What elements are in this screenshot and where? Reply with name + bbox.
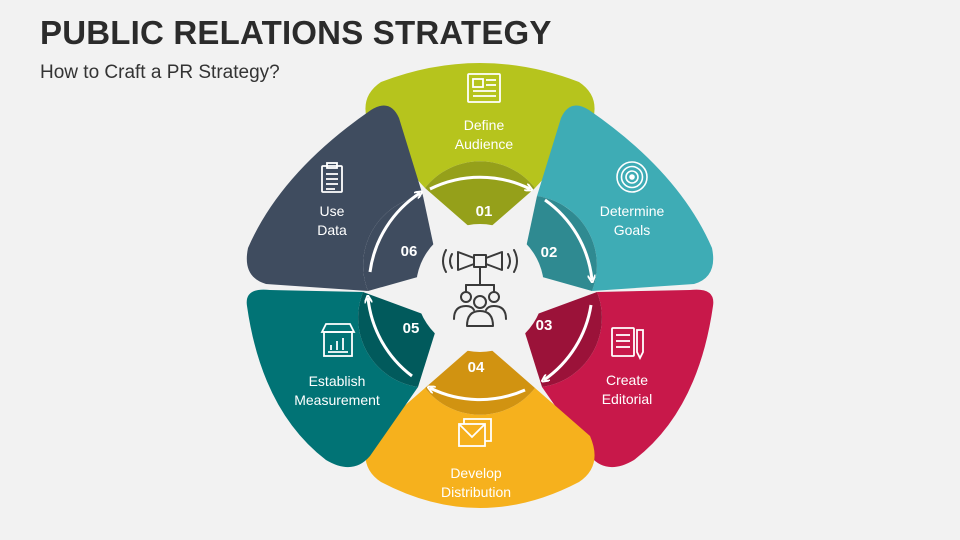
step-01-label-line2: Audience xyxy=(455,136,514,152)
step-02-number: 02 xyxy=(541,244,558,261)
clipboard-icon xyxy=(321,162,343,193)
page-subtitle: How to Craft a PR Strategy? xyxy=(40,62,280,83)
document-pen-icon xyxy=(611,327,644,361)
step-04-number: 04 xyxy=(468,359,485,376)
step-03-label-line2: Editorial xyxy=(602,391,653,407)
target-icon xyxy=(616,161,648,193)
step-06-label-line2: Data xyxy=(317,222,347,238)
step-06-number: 06 xyxy=(401,243,418,260)
petal-05 xyxy=(246,289,439,468)
step-05-number: 05 xyxy=(403,320,420,337)
cycle-arrows xyxy=(368,175,592,402)
step-01-number: 01 xyxy=(476,203,493,220)
center-circle xyxy=(416,224,544,352)
step-03-label-line1: Create xyxy=(606,372,648,388)
step-05-label-line1: Establish xyxy=(309,373,366,389)
step-04-label-line2: Distribution xyxy=(441,484,511,500)
store-chart-icon xyxy=(320,323,356,357)
step-03-number: 03 xyxy=(536,317,553,334)
mail-icon xyxy=(458,418,492,447)
newspaper-icon xyxy=(467,73,501,103)
step-05-label-line2: Measurement xyxy=(294,392,380,408)
page-title: PUBLIC RELATIONS STRATEGY xyxy=(40,14,552,51)
step-06-label-line1: Use xyxy=(320,203,345,219)
step-02-label-line2: Goals xyxy=(614,222,651,238)
step-01-label-line1: Define xyxy=(464,117,505,133)
megaphone-team-icon xyxy=(442,249,518,327)
step-02-label-line1: Determine xyxy=(600,203,665,219)
petal-03 xyxy=(521,289,714,468)
step-04-label-line1: Develop xyxy=(450,465,502,481)
